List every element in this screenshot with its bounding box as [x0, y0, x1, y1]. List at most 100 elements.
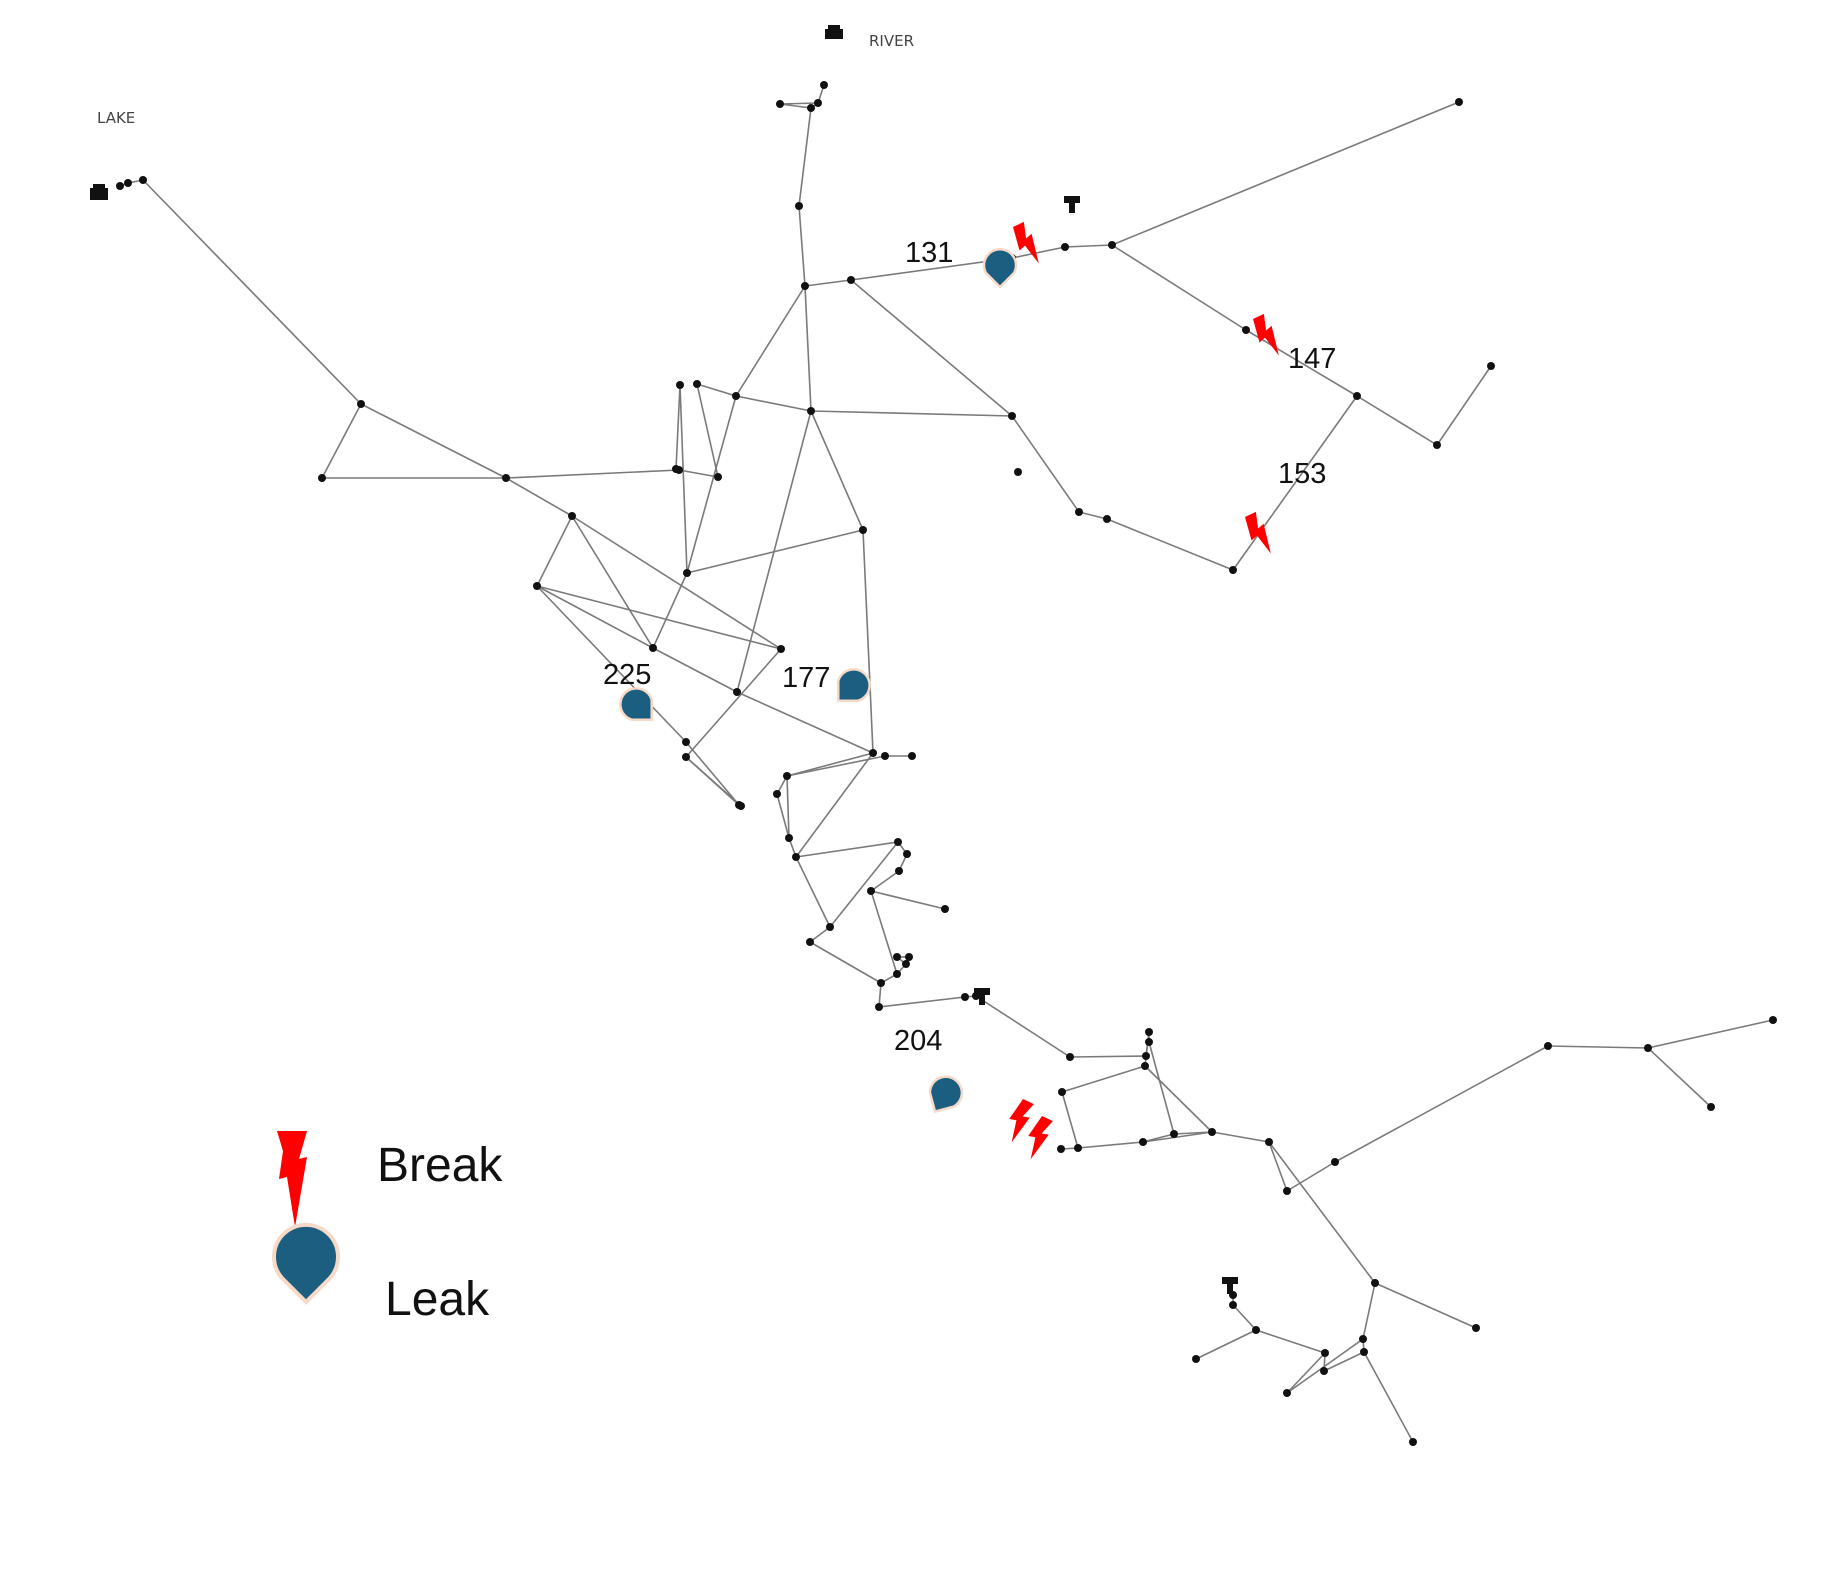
pipe — [804, 279, 852, 287]
junction-node — [1229, 1301, 1237, 1309]
pipe — [809, 941, 882, 984]
pipe — [685, 741, 740, 806]
junction-node — [1321, 1349, 1329, 1357]
pipe — [1011, 246, 1066, 259]
junction-node — [801, 282, 809, 290]
pipe — [686, 529, 864, 574]
junction-node — [714, 473, 722, 481]
junction-node — [1544, 1042, 1552, 1050]
junction-node — [649, 644, 657, 652]
leak-icon — [837, 668, 871, 702]
pipe — [870, 870, 900, 892]
junction-node — [869, 749, 877, 757]
pipe — [809, 926, 831, 943]
junction-node — [1433, 441, 1441, 449]
junction-node — [1252, 1326, 1260, 1334]
pipe — [1142, 1131, 1213, 1143]
pipe — [571, 515, 782, 650]
pipe — [1064, 244, 1113, 248]
break-icon — [1028, 1116, 1053, 1160]
pipe — [536, 585, 654, 649]
junction-node — [1061, 243, 1069, 251]
pipe — [1362, 1282, 1376, 1340]
pipe — [735, 285, 806, 397]
junction-node — [682, 753, 690, 761]
pipe — [735, 395, 812, 412]
junction-node — [1644, 1044, 1652, 1052]
junction-node — [1283, 1187, 1291, 1195]
junction-node — [1360, 1348, 1368, 1356]
pipe — [798, 205, 806, 287]
junction-node — [792, 853, 800, 861]
pipe — [652, 572, 688, 649]
pipe-layer — [119, 84, 1774, 1443]
leak-icon — [982, 248, 1018, 289]
junction-node — [783, 772, 791, 780]
pipe — [1245, 329, 1358, 397]
tank-icon — [1064, 196, 1080, 213]
junction-node — [1265, 1138, 1273, 1146]
pipe — [536, 585, 782, 650]
pipe — [1374, 1282, 1477, 1329]
junction-node — [814, 99, 822, 107]
junction-node — [1359, 1335, 1367, 1343]
pipe — [675, 384, 681, 470]
junction-node — [1208, 1128, 1216, 1136]
pipe — [652, 647, 738, 693]
pipe — [142, 179, 362, 405]
legend-leak-icon — [272, 1222, 340, 1305]
junction-node — [1472, 1324, 1480, 1332]
junction-node — [1192, 1355, 1200, 1363]
pipe — [786, 775, 790, 839]
pipe — [975, 995, 1071, 1058]
junction-node — [357, 400, 365, 408]
junction-node — [1229, 566, 1237, 574]
pipe — [1111, 244, 1247, 331]
legend-leak-label: Leak — [385, 1273, 490, 1326]
junction-node — [881, 752, 889, 760]
junction-node — [1108, 241, 1116, 249]
junction-node — [1769, 1016, 1777, 1024]
junction-node — [737, 802, 745, 810]
tank-icon — [974, 988, 990, 1005]
junction-node — [1075, 508, 1083, 516]
break-icon — [1253, 313, 1279, 356]
junction-node — [1353, 392, 1361, 400]
pipe — [850, 279, 1013, 417]
junction-node — [733, 688, 741, 696]
pipe — [1323, 1351, 1365, 1372]
pipe — [1647, 1047, 1712, 1108]
pipe — [1111, 101, 1460, 246]
junction-node — [1371, 1279, 1379, 1287]
leak-icon — [928, 1075, 964, 1114]
junction-node — [139, 176, 147, 184]
junction-node — [776, 100, 784, 108]
pipe — [1011, 415, 1080, 513]
junction-node — [533, 582, 541, 590]
pipe — [736, 691, 874, 754]
junction-node — [1283, 1389, 1291, 1397]
pipe — [804, 285, 812, 412]
pipe — [696, 383, 719, 478]
pipe — [1148, 1041, 1175, 1135]
pipe — [779, 102, 819, 105]
junction-node — [777, 645, 785, 653]
junction-node — [672, 465, 680, 473]
pipe — [870, 890, 898, 975]
pipe-label-131: 131 — [905, 237, 953, 269]
pipe — [1647, 1019, 1774, 1049]
junction-node — [903, 850, 911, 858]
junction-node — [785, 834, 793, 842]
pipe — [685, 648, 782, 758]
pipe-label-225: 225 — [603, 659, 651, 691]
pipe — [776, 793, 790, 839]
junction-node — [1145, 1038, 1153, 1046]
junction-node — [1057, 1145, 1065, 1153]
junction-node — [318, 474, 326, 482]
pipe-label-153: 153 — [1278, 458, 1326, 490]
junction-node — [1141, 1062, 1149, 1070]
junction-node — [1139, 1138, 1147, 1146]
junction-node — [676, 381, 684, 389]
pipe — [870, 890, 946, 910]
junction-node — [1409, 1438, 1417, 1446]
